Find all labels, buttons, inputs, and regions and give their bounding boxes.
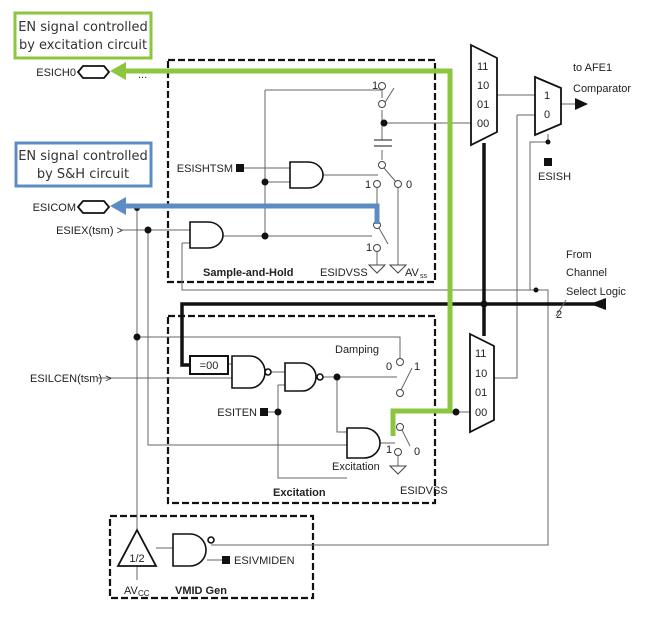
block-sample-hold: [166, 58, 437, 284]
from-label: From: [566, 249, 592, 261]
avss-label: AV: [405, 267, 420, 279]
mux-input-label: 1: [544, 90, 550, 102]
mux-input-label: 00: [475, 407, 487, 419]
contact-label: 1: [365, 179, 371, 191]
mux-input-label: 11: [477, 61, 488, 73]
inverter-bubble-icon: [207, 536, 215, 544]
junction-dots: [133, 139, 551, 416]
block-excitation-label: Excitation: [273, 487, 326, 499]
esidvss-label: ESIDVSS: [400, 485, 448, 497]
damping-label: Damping: [335, 344, 379, 356]
compare-00-box: [189, 355, 229, 375]
callout-excitation: EN signal controlled by excitation circu…: [13, 11, 153, 60]
green-arrow-icon: [110, 62, 126, 80]
contact-label: 0: [406, 179, 412, 191]
callout-text: by excitation circuit: [19, 38, 147, 53]
esivmiden-terminal-icon: [222, 556, 230, 564]
capacitor-icon: [374, 139, 392, 147]
comparator-label: Comparator: [573, 83, 631, 95]
sh-switch-top: 1 1 0: [365, 80, 412, 191]
compare-00-label: =00: [200, 360, 219, 372]
mux-input-label: 11: [475, 348, 486, 360]
pin-esilcen-label: ESILCEN(tsm) >: [30, 373, 112, 385]
buffer-half-icon: [116, 528, 158, 567]
and-gate-icon: [189, 221, 224, 249]
pin-esich0-label: ESICH0: [36, 67, 76, 79]
contact-label: 0: [414, 446, 420, 458]
blue-arrow-icon: [110, 197, 126, 215]
channel-select-bus: [180, 302, 606, 367]
excitation-en-path: [122, 68, 453, 436]
ground-icon: [367, 264, 387, 274]
pin-esicom-label: ESICOM: [33, 202, 76, 214]
nand-gate-icon: [172, 533, 207, 567]
block-vmid-label: VMID Gen: [175, 585, 227, 597]
buffer-half-label: 1/2: [129, 553, 144, 565]
mux-input-label: 0: [544, 109, 550, 121]
mux-upper: 11 10 01 00: [470, 43, 498, 147]
callout-text: EN signal controlled: [18, 149, 148, 164]
avcc-subscript: CC: [138, 589, 150, 598]
nand-gate-icon: [231, 355, 266, 389]
pin-esich0-connector: [76, 65, 111, 79]
mux-input-label: 10: [477, 80, 489, 92]
contact-label: 1: [386, 444, 392, 456]
bus-arrow-icon: [590, 298, 606, 310]
mux-output: 1 0: [534, 75, 562, 137]
esish-terminal-icon: [544, 158, 552, 166]
pin-esishtsm-label: ESISHTSM: [177, 163, 233, 175]
pin-esish-label: ESISH: [538, 171, 571, 183]
mux-input-label: 01: [475, 387, 487, 399]
excitation-switch-label: Excitation: [332, 461, 380, 473]
nand-gate-icon: [284, 362, 317, 392]
select-logic-label: Select Logic: [566, 286, 626, 298]
to-afe1-label: to AFE1: [573, 62, 612, 74]
esiten-terminal-icon: [260, 408, 268, 416]
pin-esiten-label: ESITEN: [217, 407, 257, 419]
avcc-label: AV: [124, 585, 139, 597]
inverter-bubble-icon: [264, 368, 272, 376]
ground-icon: [388, 465, 408, 475]
contact-label: 0: [386, 361, 392, 373]
contact-label: 1: [372, 80, 378, 92]
and-gate-icon: [289, 161, 324, 189]
pin-esicom-connector: [76, 200, 111, 214]
contact-label: 1: [414, 361, 420, 373]
sh-switch-bottom: 1: [366, 221, 389, 254]
avss-subscript: ss: [420, 273, 428, 280]
pin-esiex-label: ESIEX(tsm) >: [56, 225, 123, 237]
excitation-switch: 0 1: [386, 423, 420, 458]
mux-input-label: 01: [477, 99, 489, 111]
inverter-bubble-icon: [316, 373, 324, 381]
wires: [98, 89, 575, 580]
bus-width-slash: [555, 299, 567, 317]
callout-sh: EN signal controlled by S&H circuit: [14, 141, 153, 188]
ground-icon: [388, 264, 408, 274]
output-arrow-icon: [575, 98, 588, 110]
mux-input-label: 10: [475, 368, 487, 380]
junction-dot: [480, 300, 488, 308]
channel-label: Channel: [566, 267, 607, 279]
block-sample-hold-label: Sample-and-Hold: [203, 267, 293, 279]
pin-esivmiden-label: ESIVMIDEN: [234, 555, 295, 567]
damping-switch: 0 1: [386, 358, 420, 397]
contact-label: 1: [366, 242, 372, 254]
esishtsm-terminal-icon: [236, 164, 244, 172]
ellipsis: ...: [138, 69, 147, 81]
callout-text: EN signal controlled: [18, 20, 148, 35]
callout-text: by S&H circuit: [37, 167, 129, 182]
block-vmid: [108, 514, 315, 600]
mux-input-label: 00: [477, 118, 489, 130]
sh-en-path: [122, 203, 380, 224]
and-gate-icon: [346, 427, 381, 459]
bus-width-label: 2: [556, 309, 562, 321]
esidvss-label: ESIDVSS: [320, 267, 368, 279]
mux-lower: 11 10 01 00: [469, 332, 495, 434]
